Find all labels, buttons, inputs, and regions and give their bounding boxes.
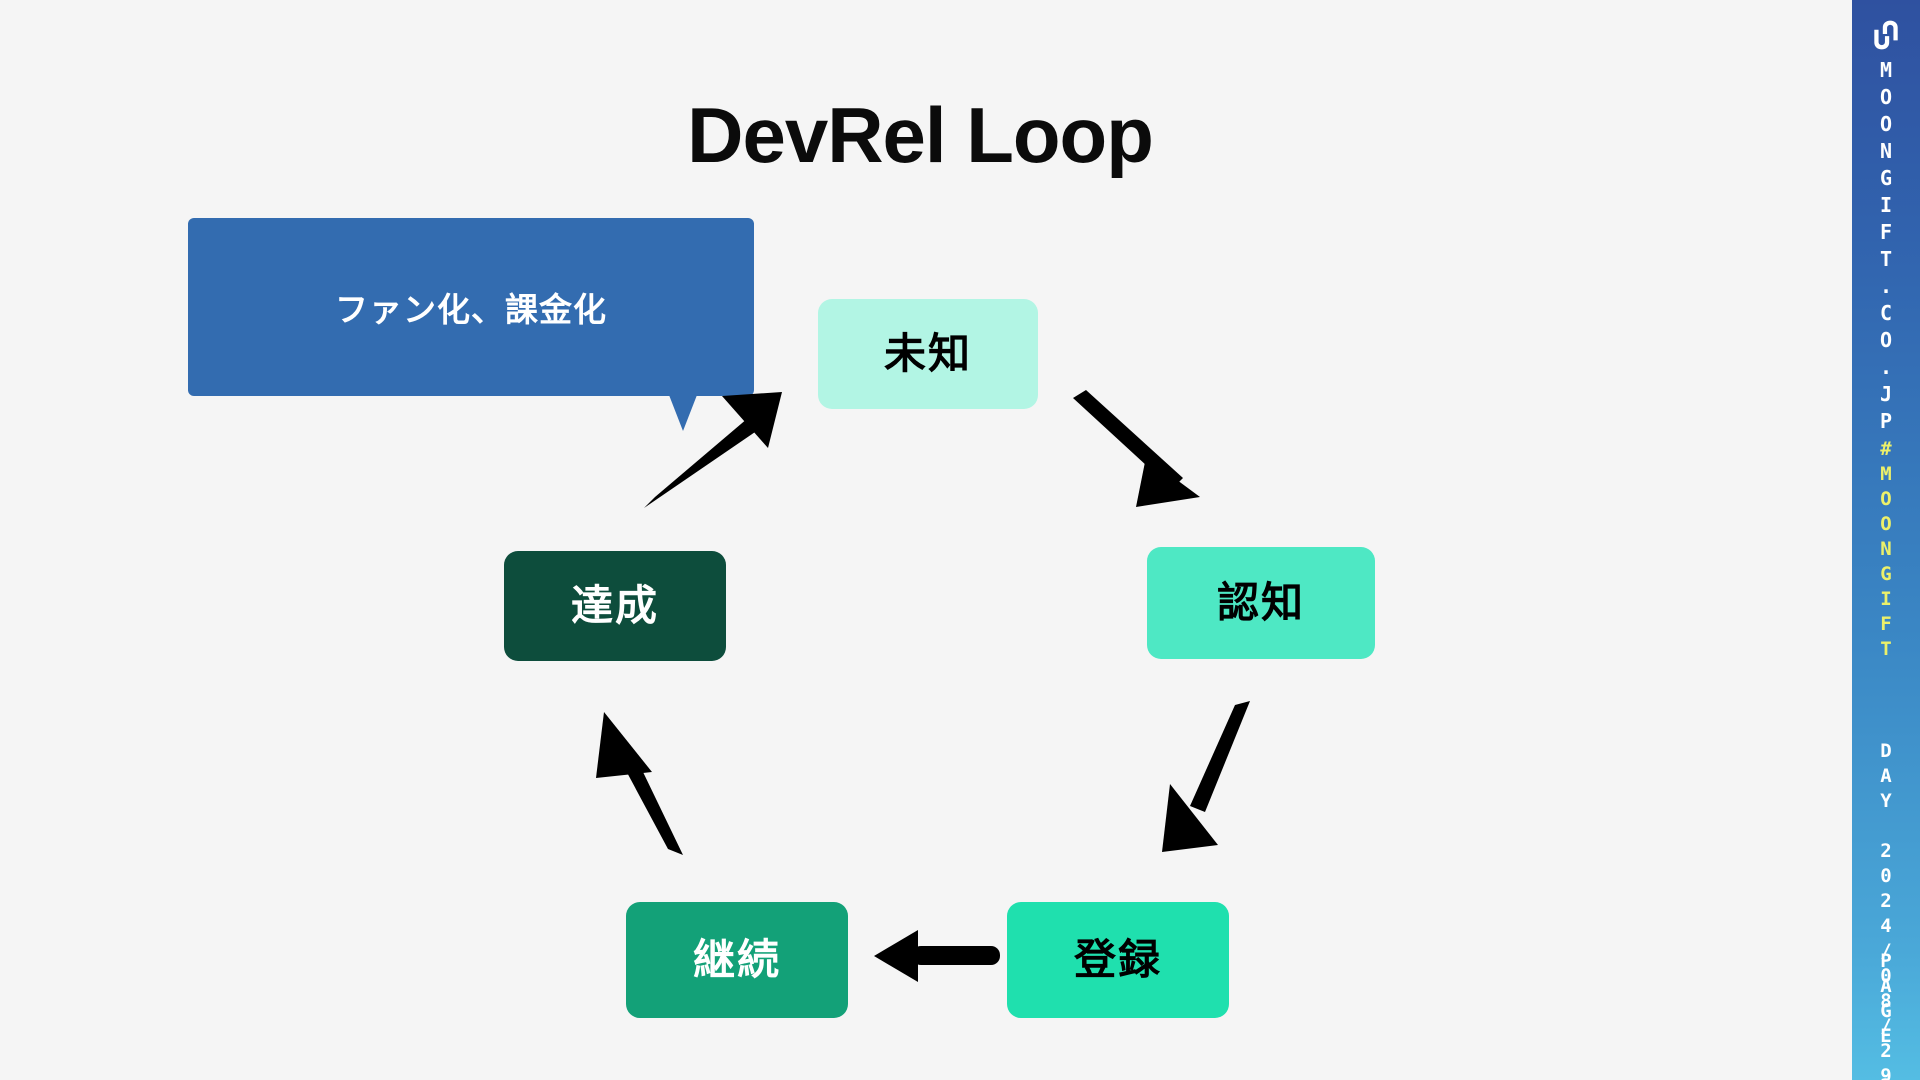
loop-node-continue: 継続: [626, 902, 848, 1018]
arrow-achieve-to-unknown-icon: [644, 392, 782, 508]
arrow-unknown-to-aware-icon: [1073, 390, 1200, 507]
sidebar: MOONGIFT.CO.JP #MOONGIFT DAY 2024/08/29 …: [1852, 0, 1920, 1080]
loop-node-aware: 認知: [1147, 547, 1375, 659]
loop-node-register: 登録: [1007, 902, 1229, 1018]
loop-node-achieve: 達成: [504, 551, 726, 661]
loop-node-continue-label: 継続: [692, 936, 781, 983]
loop-node-unknown: 未知: [818, 299, 1038, 409]
arrow-aware-to-register-icon: [1162, 701, 1250, 852]
loop-node-achieve-label: 達成: [570, 582, 659, 629]
sidebar-hashtag-text: #MOONGIFT: [1875, 438, 1897, 663]
moongift-logo-icon: [1874, 20, 1898, 50]
loop-node-aware-label: 認知: [1216, 579, 1305, 626]
callout-tail-icon: [669, 395, 697, 431]
loop-node-unknown-label: 未知: [883, 330, 972, 377]
sidebar-brand-text: MOONGIFT.CO.JP: [1874, 58, 1898, 436]
sidebar-day-text: DAY 2024/08/29: [1875, 740, 1897, 1080]
sidebar-page-text: PAGE 26 / 09: [1875, 950, 1897, 1080]
page-title: DevRel Loop: [687, 91, 1154, 179]
callout-box: ファン化、課金化: [188, 218, 754, 396]
callout-text: ファン化、課金化: [335, 291, 607, 328]
arrow-register-to-continue-icon: [874, 930, 1000, 982]
arrow-continue-to-achieve-icon: [596, 712, 683, 855]
loop-node-register-label: 登録: [1073, 936, 1162, 983]
